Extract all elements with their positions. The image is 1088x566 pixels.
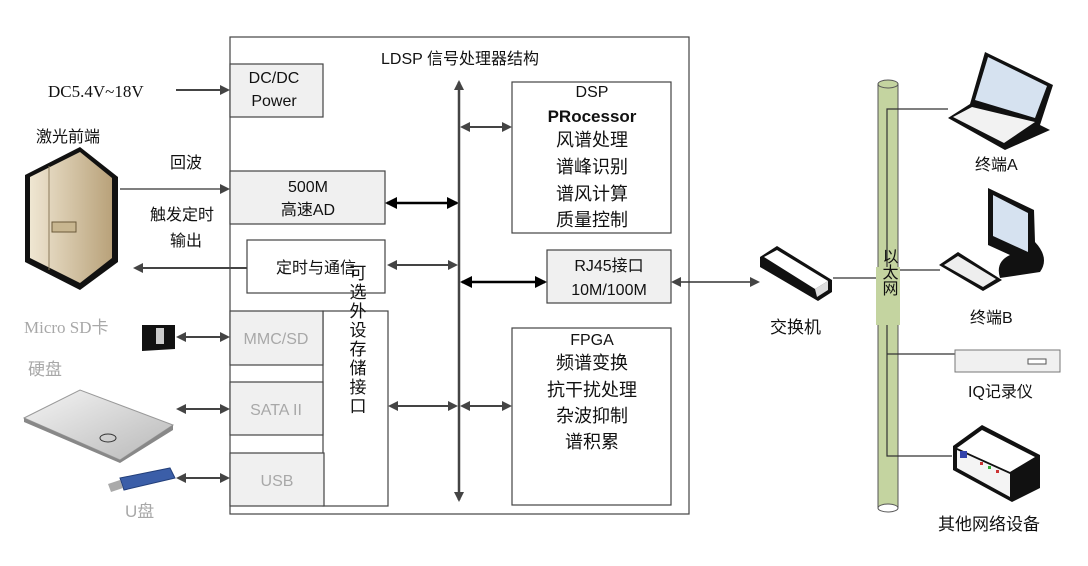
ad-line1: 500M <box>288 179 328 196</box>
fpga-line: 杂波抑制 <box>556 406 628 426</box>
rj45-module <box>546 249 672 304</box>
desktop-icon <box>939 188 1044 291</box>
other-device-label: 其他网络设备 <box>938 515 1040 534</box>
ad-line2: 高速AD <box>281 201 335 219</box>
diagram-title: LDSP 信号处理器结构 <box>381 50 539 68</box>
sd-card-icon <box>142 325 175 351</box>
recorder-icon <box>954 349 1061 373</box>
hdd-label: 硬盘 <box>28 360 62 379</box>
sata-label: SATA II <box>250 402 302 419</box>
mmc-sd-interface <box>229 310 324 366</box>
dcdc-line1: DC/DC <box>249 70 300 87</box>
ethernet-label: 以太网 <box>880 248 899 297</box>
fpga-line: 谱积累 <box>565 432 619 452</box>
frontend-label: 激光前端 <box>36 128 100 146</box>
timing-label: 定时与通信 <box>276 259 356 277</box>
dsp-line: PRocessor <box>548 107 637 126</box>
dsp-line: 谱风计算 <box>556 184 628 204</box>
fpga-line: 抗干扰处理 <box>547 380 637 400</box>
switch-label: 交换机 <box>770 318 821 337</box>
ad-module <box>229 170 386 225</box>
fpga-line: 频谱变换 <box>556 353 628 373</box>
microsd-label: Micro SD卡 <box>24 318 109 337</box>
hard-disk-icon <box>22 389 175 463</box>
dsp-line: 谱峰识别 <box>556 157 628 177</box>
rj45-line2: 10M/100M <box>571 282 647 299</box>
fpga-module <box>511 327 672 506</box>
dsp-line: 风谱处理 <box>556 130 628 150</box>
dcdc-line2: Power <box>251 93 297 110</box>
server-icon <box>25 147 118 290</box>
terminal-a-label: 终端A <box>975 156 1018 174</box>
timing-comm-module <box>246 239 386 294</box>
udisk-label: U盘 <box>125 502 154 521</box>
usb-drive-icon <box>108 467 176 492</box>
dcdc-power-module <box>229 63 324 118</box>
dsp-line: DSP <box>576 84 609 101</box>
trigger-label-1: 触发定时 <box>150 206 214 224</box>
mmc-sd-label: MMC/SD <box>244 331 309 348</box>
svg-text:可选外设存储接口: 可选外设存储接口 <box>347 264 367 416</box>
usb-interface <box>229 452 325 507</box>
echo-label: 回波 <box>170 154 202 172</box>
laptop-icon <box>948 52 1053 150</box>
rj45-line1: RJ45接口 <box>574 257 643 275</box>
sata-interface <box>229 381 324 436</box>
storage-group-label: 可选外设存储接口 <box>347 264 367 416</box>
trigger-label-2: 输出 <box>170 232 202 250</box>
terminal-b-label: 终端B <box>970 309 1013 327</box>
power-input-label: DC5.4V~18V <box>48 82 144 101</box>
dsp-line: 质量控制 <box>556 210 628 230</box>
usb-label: USB <box>261 473 294 490</box>
ethernet-bus <box>876 79 955 513</box>
iq-recorder-label: IQ记录仪 <box>968 383 1033 401</box>
switch-icon <box>760 246 832 301</box>
network-device-icon <box>953 425 1040 502</box>
dsp-module <box>511 81 672 234</box>
fpga-line: FPGA <box>570 332 614 349</box>
